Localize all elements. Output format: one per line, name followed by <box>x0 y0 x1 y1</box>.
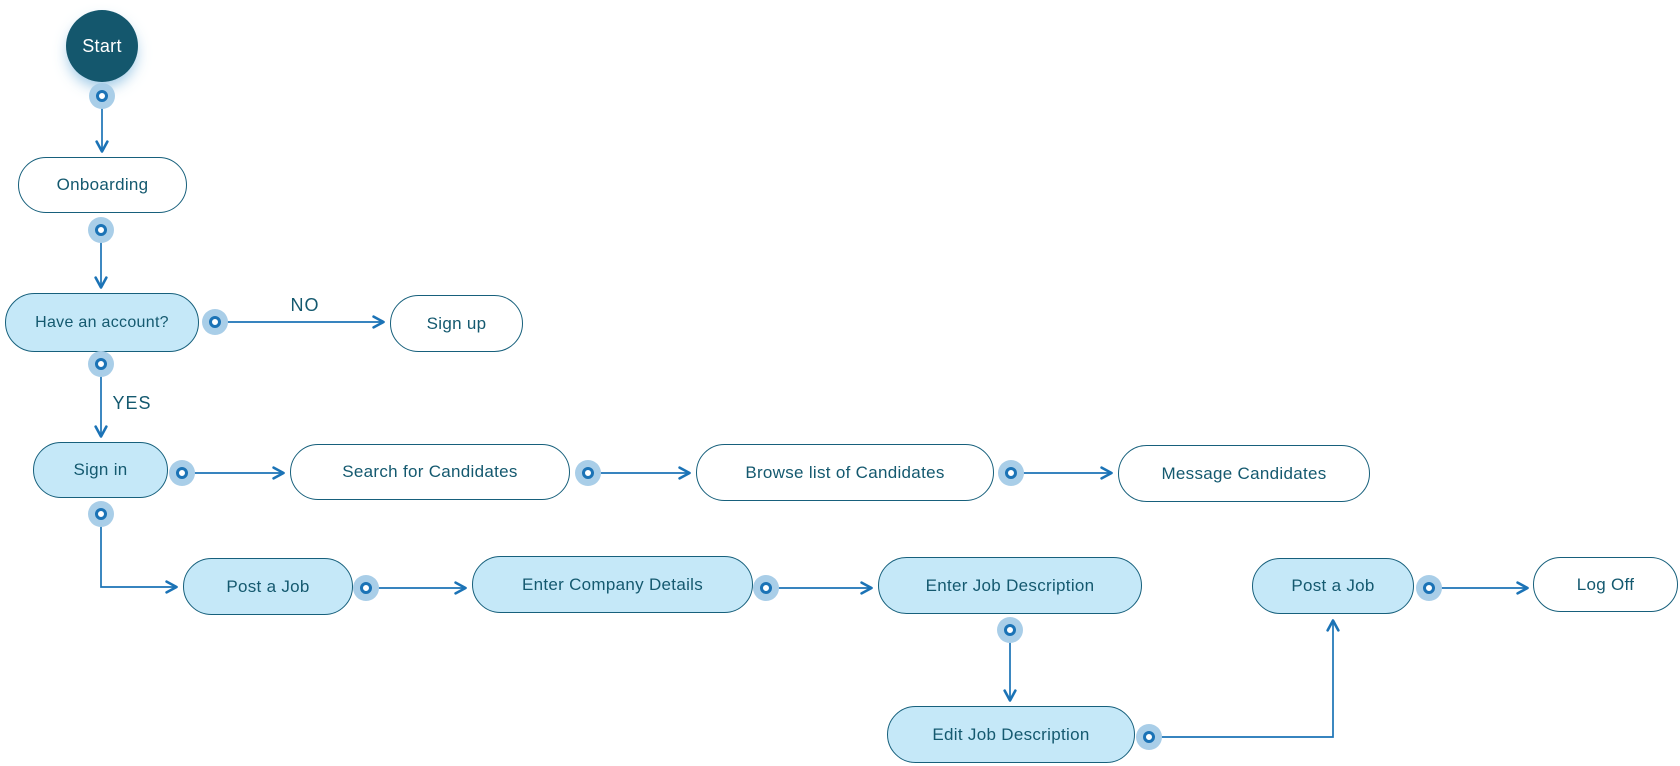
connector-handle-sign-in-right[interactable] <box>169 460 195 486</box>
connector-handle-enter-company-right[interactable] <box>753 575 779 601</box>
connector-dot-icon <box>582 467 594 479</box>
node-search-for-candidates[interactable]: Search for Candidates <box>290 444 570 500</box>
node-browse-list-of-candidates[interactable]: Browse list of Candidates <box>696 444 994 501</box>
node-enter-company-details[interactable]: Enter Company Details <box>472 556 753 613</box>
node-edit-job-description[interactable]: Edit Job Description <box>887 706 1135 763</box>
connector-dot-icon <box>1143 731 1155 743</box>
node-post-a-job-2[interactable]: Post a Job <box>1252 558 1414 614</box>
edge-label-no: NO <box>290 295 320 315</box>
node-have-an-account[interactable]: Have an account? <box>5 293 199 352</box>
node-enter-job-description[interactable]: Enter Job Description <box>878 557 1142 614</box>
connector-handle-browse-right[interactable] <box>998 460 1024 486</box>
connector-dot-icon <box>209 316 221 328</box>
node-onboarding[interactable]: Onboarding <box>18 157 187 213</box>
connector-dot-icon <box>1004 624 1016 636</box>
edge-label-yes: YES <box>112 393 152 413</box>
connector-handle-post-job-1-right[interactable] <box>353 575 379 601</box>
connector-handle-post-job-2-right[interactable] <box>1416 575 1442 601</box>
connector-handle-have-account-bottom[interactable] <box>88 351 114 377</box>
connector-handle-sign-in-bottom[interactable] <box>88 501 114 527</box>
connector-handle-edit-job-right[interactable] <box>1136 724 1162 750</box>
connector-dot-icon <box>95 358 107 370</box>
connector-dot-icon <box>96 90 108 102</box>
edge-edit-job-post-job-2 <box>1161 619 1340 738</box>
connector-handle-have-account-right[interactable] <box>202 309 228 335</box>
connector-dot-icon <box>95 224 107 236</box>
connector-handle-onboarding-bottom[interactable] <box>88 217 114 243</box>
node-post-a-job-1[interactable]: Post a Job <box>183 558 353 615</box>
connector-dot-icon <box>95 508 107 520</box>
node-log-off[interactable]: Log Off <box>1533 557 1678 612</box>
connector-handle-search-right[interactable] <box>575 460 601 486</box>
connector-handle-enter-job-bottom[interactable] <box>997 617 1023 643</box>
node-start[interactable]: Start <box>66 10 138 82</box>
connector-dot-icon <box>1005 467 1017 479</box>
edge-sign-in-post-job-1 <box>100 525 178 594</box>
connector-handle-start-bottom[interactable] <box>89 83 115 109</box>
node-sign-up[interactable]: Sign up <box>390 295 523 352</box>
connector-dot-icon <box>360 582 372 594</box>
connector-dot-icon <box>176 467 188 479</box>
node-message-candidates[interactable]: Message Candidates <box>1118 445 1370 502</box>
connector-dot-icon <box>1423 582 1435 594</box>
node-sign-in[interactable]: Sign in <box>33 442 168 498</box>
connector-dot-icon <box>760 582 772 594</box>
